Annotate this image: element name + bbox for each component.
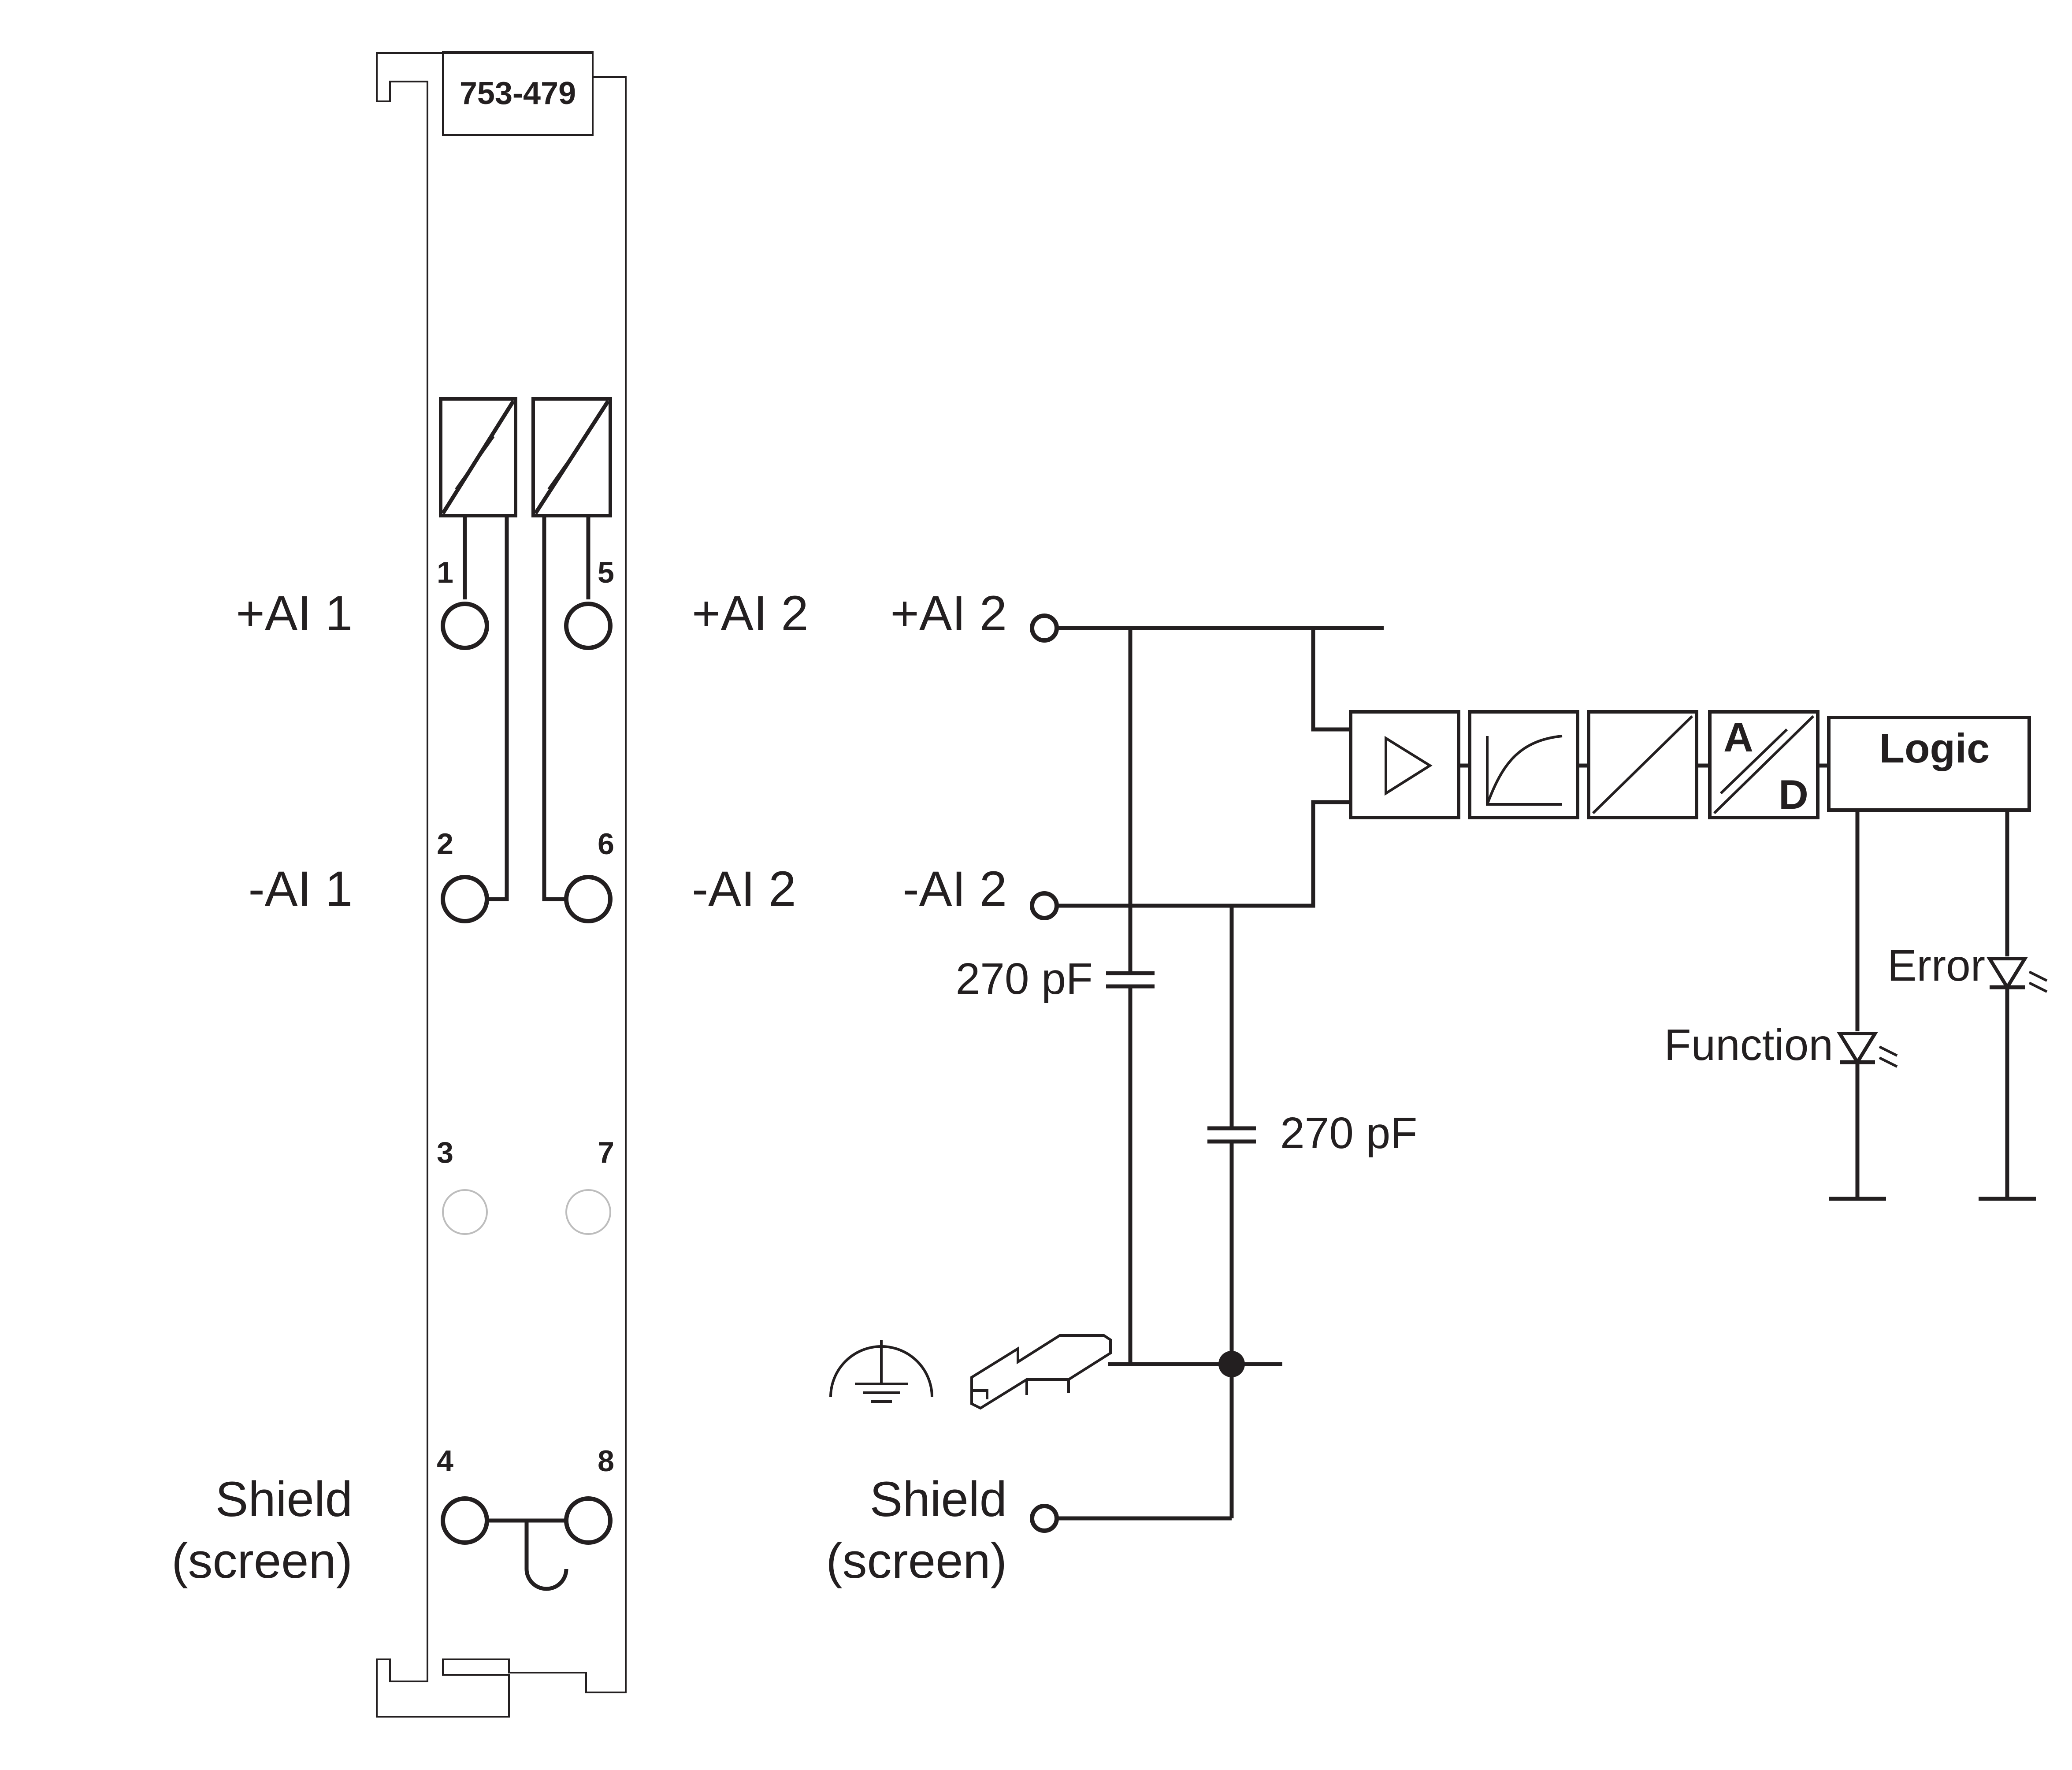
schematic-label-shield-sub: (screen) (826, 1533, 1007, 1588)
din-rail-icon (970, 1334, 1112, 1410)
terminal-6 (564, 875, 613, 923)
schematic-label-ai2-plus: +AI 2 (890, 586, 1007, 641)
terminal-8 (564, 1496, 613, 1545)
label-ai2-minus: -AI 2 (692, 861, 796, 916)
capacitor-1-symbol (1106, 971, 1155, 989)
pin-4-number: 4 (437, 1444, 453, 1478)
label-ai2-plus: +AI 2 (692, 586, 809, 641)
channel2-converter-symbol (531, 397, 612, 517)
amplifier-block (1349, 710, 1460, 819)
label-ai1-minus: -AI 1 (248, 861, 353, 916)
label-shield-sub: (screen) (171, 1533, 353, 1588)
ad-label-d: D (1779, 771, 1808, 818)
pin-2-number: 2 (437, 827, 453, 861)
schematic-terminal-shield (1030, 1504, 1059, 1533)
terminal-1 (441, 602, 489, 650)
pin-3-number: 3 (437, 1136, 453, 1169)
schematic-label-shield: Shield (870, 1472, 1007, 1527)
capacitor-2-label: 270 pF (1280, 1108, 1417, 1158)
shield-hook (524, 1521, 568, 1591)
function-led-label: Function (1664, 1020, 1833, 1070)
schematic-label-ai2-minus: -AI 2 (902, 861, 1007, 916)
junction-dot (1218, 1351, 1245, 1377)
label-ai1-plus: +AI 1 (236, 586, 353, 641)
part-number: 753-479 (460, 76, 576, 111)
ad-label-a: A (1723, 714, 1753, 760)
ad-converter-block: A D (1708, 710, 1819, 819)
pin-1-number: 1 (437, 556, 453, 589)
schematic-terminal-ai2-plus (1030, 614, 1059, 643)
part-number-box (442, 51, 594, 136)
pin-5-number: 5 (598, 556, 614, 589)
terminal-5 (564, 602, 613, 650)
capacitor-1-label: 270 pF (956, 954, 1093, 1004)
schematic: A D Logic (829, 614, 2048, 1533)
terminal-4 (441, 1496, 489, 1545)
terminal-3 (442, 1189, 488, 1235)
conversion-block (1587, 710, 1698, 819)
pin-8-number: 8 (598, 1444, 614, 1478)
terminal-2 (441, 875, 489, 923)
label-shield: Shield (215, 1472, 353, 1527)
error-led-icon (1986, 957, 2048, 993)
module-housing: 753-479 1 2 3 4 5 6 7 8 (376, 51, 627, 1718)
error-led-label: Error (1887, 941, 1985, 990)
protective-earth-icon (829, 1340, 933, 1403)
capacitor-2-symbol (1207, 1126, 1256, 1144)
logic-label: Logic (1879, 725, 1990, 771)
channel1-converter-symbol (439, 397, 517, 517)
pin-7-number: 7 (598, 1136, 614, 1169)
function-led-icon (1836, 1032, 1898, 1068)
schematic-terminal-ai2-minus (1030, 891, 1059, 920)
terminal-7 (565, 1189, 611, 1235)
filter-block (1468, 710, 1579, 819)
logic-block: Logic (1827, 716, 2031, 812)
pin-6-number: 6 (598, 827, 614, 861)
